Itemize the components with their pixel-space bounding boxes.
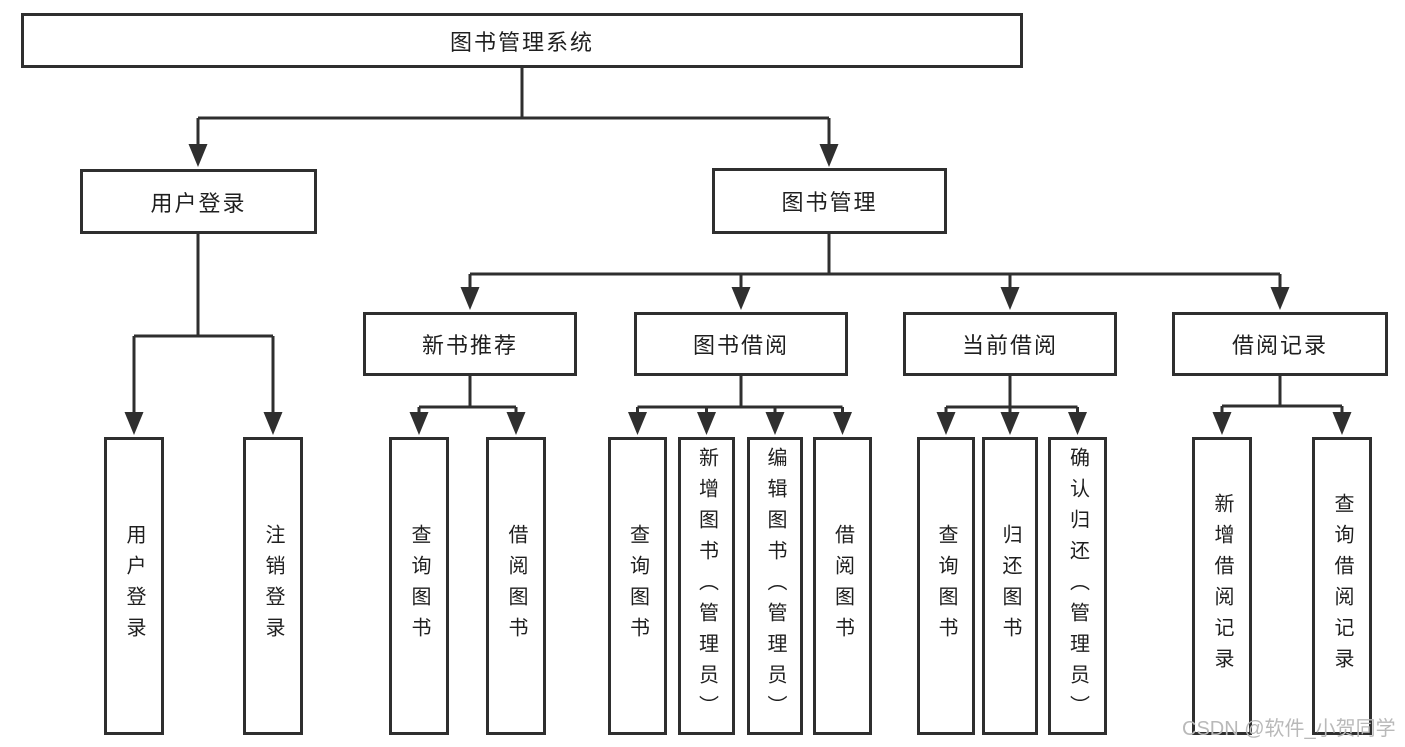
node-current-borrowing: 当前借阅 <box>903 312 1117 376</box>
leaf-query-borrow-record: 查询借阅记录 <box>1312 437 1372 735</box>
leaf-user-login-label: 用户登录 <box>123 524 145 648</box>
leaf-edit-books-admin: 编辑图书（管理员） <box>747 437 803 735</box>
leaf-query-books-recommend: 查询图书 <box>389 437 449 735</box>
node-book-management: 图书管理 <box>712 168 947 234</box>
leaf-confirm-return-admin-label: 确认归还（管理员） <box>1066 446 1089 726</box>
node-new-book-recommend: 新书推荐 <box>363 312 577 376</box>
node-user-login: 用户登录 <box>80 169 317 234</box>
leaf-add-books-admin: 新增图书（管理员） <box>678 437 735 735</box>
leaf-add-books-admin-label: 新增图书（管理员） <box>695 446 718 726</box>
leaf-query-books-current-label: 查询图书 <box>935 524 957 648</box>
node-root: 图书管理系统 <box>21 13 1023 68</box>
watermark-text: CSDN @软件_小贺同学 <box>1182 718 1396 740</box>
leaf-user-login: 用户登录 <box>104 437 164 735</box>
leaf-query-books-borrowing-label: 查询图书 <box>626 524 649 648</box>
leaf-return-books: 归还图书 <box>982 437 1038 735</box>
leaf-query-books-borrowing: 查询图书 <box>608 437 667 735</box>
leaf-query-borrow-record-label: 查询借阅记录 <box>1331 493 1353 679</box>
leaf-confirm-return-admin: 确认归还（管理员） <box>1048 437 1107 735</box>
leaf-add-borrow-record: 新增借阅记录 <box>1192 437 1252 735</box>
leaf-borrow-books-borrowing-label: 借阅图书 <box>831 524 854 648</box>
leaf-add-borrow-record-label: 新增借阅记录 <box>1211 493 1233 679</box>
leaf-borrow-books-borrowing: 借阅图书 <box>813 437 872 735</box>
leaf-borrow-books-recommend: 借阅图书 <box>486 437 546 735</box>
leaf-borrow-books-recommend-label: 借阅图书 <box>505 524 527 648</box>
leaf-query-books-recommend-label: 查询图书 <box>408 524 430 648</box>
node-borrowing-records: 借阅记录 <box>1172 312 1388 376</box>
leaf-edit-books-admin-label: 编辑图书（管理员） <box>764 446 786 726</box>
leaf-return-books-label: 归还图书 <box>999 524 1021 648</box>
leaf-logout-login: 注销登录 <box>243 437 303 735</box>
leaf-logout-login-label: 注销登录 <box>262 524 284 648</box>
leaf-query-books-current: 查询图书 <box>917 437 975 735</box>
node-book-borrowing: 图书借阅 <box>634 312 848 376</box>
